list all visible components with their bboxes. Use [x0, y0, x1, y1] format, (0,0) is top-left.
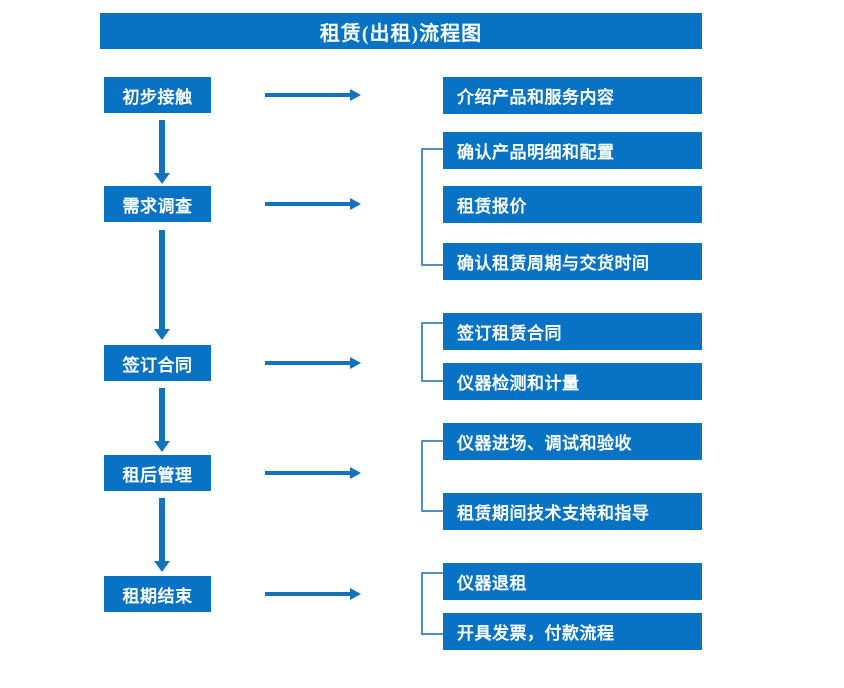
detail-box-introduce-products[interactable]: 介绍产品和服务内容	[443, 77, 702, 114]
horizontal-arrow-2	[265, 197, 361, 211]
detail-box-instrument-return[interactable]: 仪器退租	[443, 563, 702, 600]
page-title: 租赁(出租)流程图	[100, 13, 702, 49]
arrow-shaft	[159, 120, 165, 173]
detail-box-instrument-installation[interactable]: 仪器进场、调试和验收	[443, 423, 702, 460]
horizontal-arrow-1	[265, 88, 361, 102]
arrow-shaft	[265, 361, 351, 365]
arrow-shaft	[159, 388, 165, 441]
detail-box-invoice-payment[interactable]: 开具发票，付款流程	[443, 613, 702, 650]
arrow-head-right-icon	[350, 198, 361, 210]
arrow-head-down-icon	[154, 329, 170, 340]
arrow-head-right-icon	[350, 357, 361, 369]
stage-box-initial-contact[interactable]: 初步接触	[104, 77, 211, 113]
arrow-shaft	[265, 93, 351, 97]
detail-box-rental-quotation[interactable]: 租赁报价	[443, 186, 702, 223]
horizontal-arrow-4	[265, 466, 361, 480]
group-bracket-needs-survey	[421, 148, 443, 266]
horizontal-arrow-3	[265, 356, 361, 370]
detail-box-confirm-product-details[interactable]: 确认产品明细和配置	[443, 132, 702, 169]
stage-box-sign-contract[interactable]: 签订合同	[104, 345, 211, 381]
vertical-arrow-2	[154, 230, 170, 340]
arrow-head-down-icon	[154, 441, 170, 452]
vertical-arrow-3	[154, 388, 170, 452]
group-bracket-lease-end	[421, 572, 443, 635]
vertical-arrow-4	[154, 498, 170, 572]
stage-box-lease-end[interactable]: 租期结束	[104, 576, 211, 612]
stage-box-post-rental-management[interactable]: 租后管理	[104, 455, 211, 491]
group-bracket-post-rental	[421, 440, 443, 512]
stage-box-needs-survey[interactable]: 需求调查	[104, 186, 211, 222]
detail-box-confirm-lease-period[interactable]: 确认租赁周期与交货时间	[443, 243, 702, 280]
vertical-arrow-1	[154, 120, 170, 184]
detail-box-technical-support[interactable]: 租赁期间技术支持和指导	[443, 493, 702, 530]
arrow-head-right-icon	[350, 467, 361, 479]
arrow-shaft	[159, 230, 165, 329]
arrow-head-down-icon	[154, 173, 170, 184]
group-bracket-contract	[421, 322, 443, 382]
arrow-shaft	[159, 498, 165, 561]
arrow-shaft	[265, 471, 351, 475]
detail-box-sign-rental-contract[interactable]: 签订租赁合同	[443, 313, 702, 350]
detail-box-instrument-inspection[interactable]: 仪器检测和计量	[443, 363, 702, 400]
arrow-shaft	[265, 202, 351, 206]
arrow-head-down-icon	[154, 561, 170, 572]
arrow-head-right-icon	[350, 89, 361, 101]
arrow-shaft	[265, 592, 351, 596]
horizontal-arrow-5	[265, 587, 361, 601]
arrow-head-right-icon	[350, 588, 361, 600]
